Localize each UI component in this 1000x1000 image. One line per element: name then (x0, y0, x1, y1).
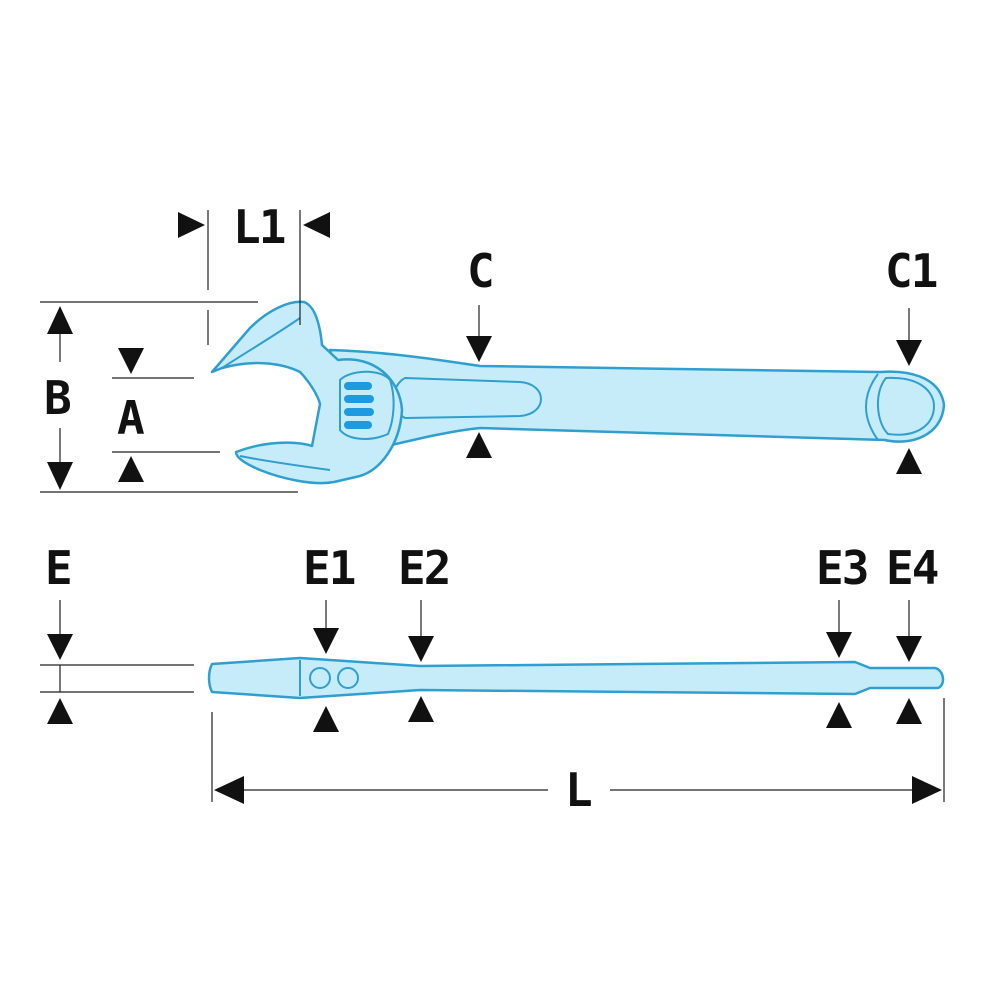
label-e2: E2 (398, 541, 449, 595)
handle-end-outline (865, 373, 879, 441)
arrow-e2-bottom (408, 696, 434, 722)
dimension-labels: L1 C C1 B A E E1 E2 E3 E4 L (44, 200, 940, 817)
wrench-handle (328, 348, 946, 454)
arrow-c-bottom (466, 432, 492, 458)
arrow-e2-top (408, 636, 434, 662)
worm-window (339, 370, 395, 440)
arrow-e4-bottom (896, 698, 922, 724)
arrow-l-right (912, 776, 942, 804)
upper-jaw-edge (221, 317, 301, 369)
label-e4: E4 (886, 541, 938, 595)
label-l: L (565, 763, 591, 817)
label-e: E (45, 541, 71, 595)
arrow-c-top (466, 336, 492, 362)
arrow-l1-left (178, 212, 205, 238)
label-b: B (44, 371, 71, 425)
label-c: C (467, 244, 493, 298)
dimension-arrows (47, 212, 942, 804)
arrow-e4-top (896, 636, 922, 662)
arrow-b-bottom (47, 462, 73, 490)
wrench-top-view (210, 300, 946, 485)
label-e1: E1 (303, 541, 355, 595)
side-pivot-right (337, 667, 359, 689)
arrow-e1-bottom (313, 706, 339, 732)
label-l1: L1 (233, 200, 285, 254)
arrow-l1-right (303, 212, 330, 238)
side-profile (207, 656, 945, 700)
arrow-c1-top (896, 340, 922, 366)
label-c1: C1 (885, 244, 937, 298)
label-e3: E3 (816, 541, 867, 595)
lower-jaw-edge (239, 455, 331, 471)
label-a: A (117, 391, 144, 445)
hang-hole (876, 376, 936, 436)
arrow-l-left (214, 776, 244, 804)
arrow-e-bottom (47, 698, 73, 724)
arrow-a-top (118, 348, 144, 374)
arrow-e-top (47, 634, 73, 660)
arrow-e3-bottom (826, 702, 852, 728)
worm-gear (344, 382, 374, 429)
wrench-side-view (207, 656, 945, 700)
arrow-a-bottom (118, 456, 144, 482)
arrow-b-top (47, 306, 73, 334)
arrow-e1-top (313, 628, 339, 654)
arrow-c1-bottom (896, 448, 922, 474)
side-pivot-left (309, 667, 331, 689)
arrow-e3-top (826, 632, 852, 658)
dimension-lines (40, 210, 945, 802)
